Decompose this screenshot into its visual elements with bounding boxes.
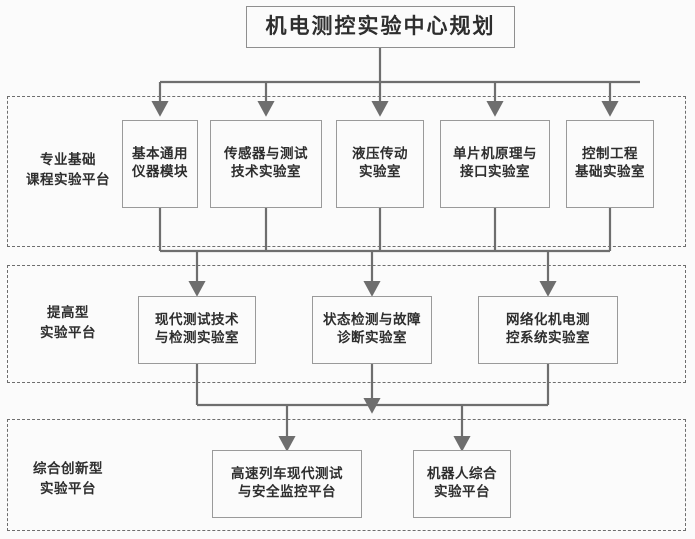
node-tier2-1[interactable]: 现代测试技术 与检测实验室 [138,296,256,364]
node-tier1-5[interactable]: 控制工程 基础实验室 [566,120,654,208]
tier-container-3 [7,419,686,531]
tier-container-1 [7,96,686,247]
node-tier2-2[interactable]: 状态检测与故障 诊断实验室 [312,296,432,364]
tier-label-3: 综合创新型 实验平台 [33,461,103,497]
node-tier1-3[interactable]: 液压传动 实验室 [336,120,424,208]
node-tier1-4[interactable]: 单片机原理与 接口实验室 [440,120,550,208]
node-tier1-1[interactable]: 基本通用 仪器模块 [122,120,198,208]
node-tier3-2[interactable]: 机器人综合 实验平台 [413,450,511,518]
node-tier2-3[interactable]: 网络化机电测 控系统实验室 [478,296,618,364]
node-tier3-1[interactable]: 高速列车现代测试 与安全监控平台 [212,450,362,518]
tier-container-2 [7,265,686,383]
node-tier1-2[interactable]: 传感器与测试 技术实验室 [210,120,322,208]
node-title[interactable]: 机电测控实验中心规划 [246,6,515,48]
tier-label-2: 提高型 实验平台 [40,305,96,341]
tier-label-1: 专业基础 课程实验平台 [26,152,110,188]
